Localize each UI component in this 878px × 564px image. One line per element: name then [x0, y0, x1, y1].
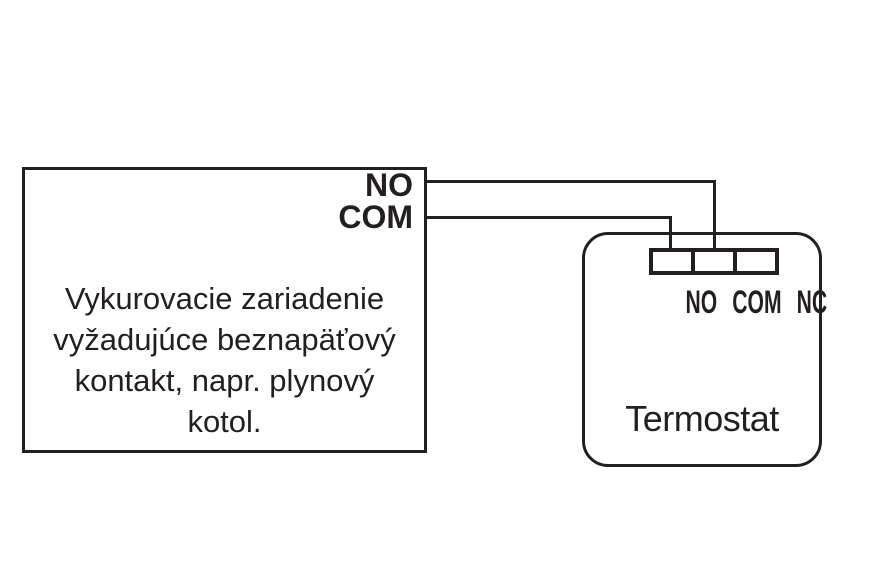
thermostat-terminal-nc-label: NC	[796, 284, 828, 320]
heater-description-line: vyžadujúce beznapäťový	[53, 322, 396, 357]
heater-terminal-no-label: NO	[365, 167, 413, 203]
wire-heater-com-horizontal	[427, 216, 672, 219]
heater-description-line: kontakt, napr. plynový	[74, 363, 375, 398]
heater-terminal-com-label: COM	[338, 199, 413, 235]
thermostat-terminal-com-label: COM	[732, 284, 782, 320]
thermostat-label: Termostat	[625, 398, 779, 439]
thermostat-terminal-block	[649, 248, 779, 275]
heater-description: Vykurovacie zariadenie vyžadujúce beznap…	[22, 278, 427, 442]
wire-heater-no-horizontal	[427, 180, 716, 183]
wire-heater-no-vertical	[713, 180, 716, 250]
thermostat-terminal-labels-row: NO COM NC	[685, 284, 827, 321]
heater-terminal-labels: NO COM	[230, 169, 413, 233]
terminal-cell-nc	[733, 248, 779, 275]
wire-heater-com-vertical	[669, 216, 672, 250]
heater-description-line: Vykurovacie zariadenie	[64, 281, 385, 316]
terminal-cell-com	[691, 248, 737, 275]
thermostat-terminal-no-label: NO	[685, 284, 718, 320]
thermostat-terminal-labels: NO COM NC	[649, 284, 827, 321]
terminal-cell-no	[649, 248, 695, 275]
heating-device-box	[22, 167, 427, 453]
heater-description-line: kotol.	[187, 404, 262, 439]
